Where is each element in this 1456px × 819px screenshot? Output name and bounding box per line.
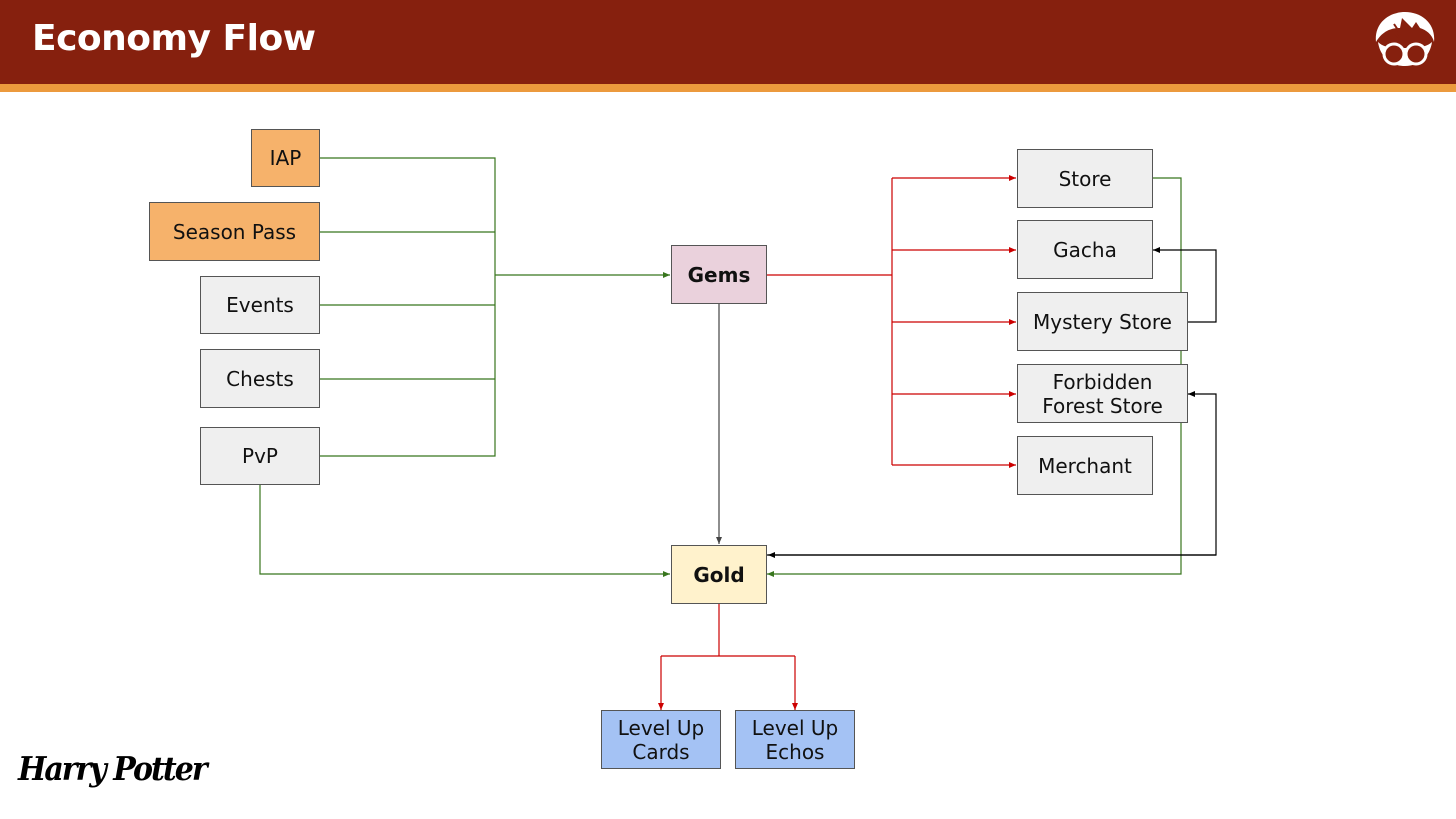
node-pvp: PvP (200, 427, 320, 485)
node-iap: IAP (251, 129, 320, 187)
pvp-to-gold-connector (259, 485, 670, 577)
page-title: Economy Flow (32, 18, 316, 59)
node-store: Store (1017, 149, 1153, 208)
header-bar (0, 0, 1456, 84)
gems-to-shops-connector (766, 175, 1016, 468)
gold-to-levelups-connector (658, 603, 798, 710)
node-mystery-store: Mystery Store (1017, 292, 1188, 351)
node-merchant: Merchant (1017, 436, 1153, 495)
node-gacha: Gacha (1017, 220, 1153, 279)
harry-potter-face-icon (1375, 12, 1435, 66)
node-gems: Gems (671, 245, 767, 304)
node-season-pass: Season Pass (149, 202, 320, 261)
node-gold: Gold (671, 545, 767, 604)
node-chests: Chests (200, 349, 320, 408)
sources-to-gems-connector (319, 157, 670, 457)
header-stripe (0, 84, 1456, 92)
node-events: Events (200, 276, 320, 334)
harry-potter-logo: Harry Potter (18, 750, 208, 789)
mystery-to-gacha-connector (1153, 247, 1217, 323)
